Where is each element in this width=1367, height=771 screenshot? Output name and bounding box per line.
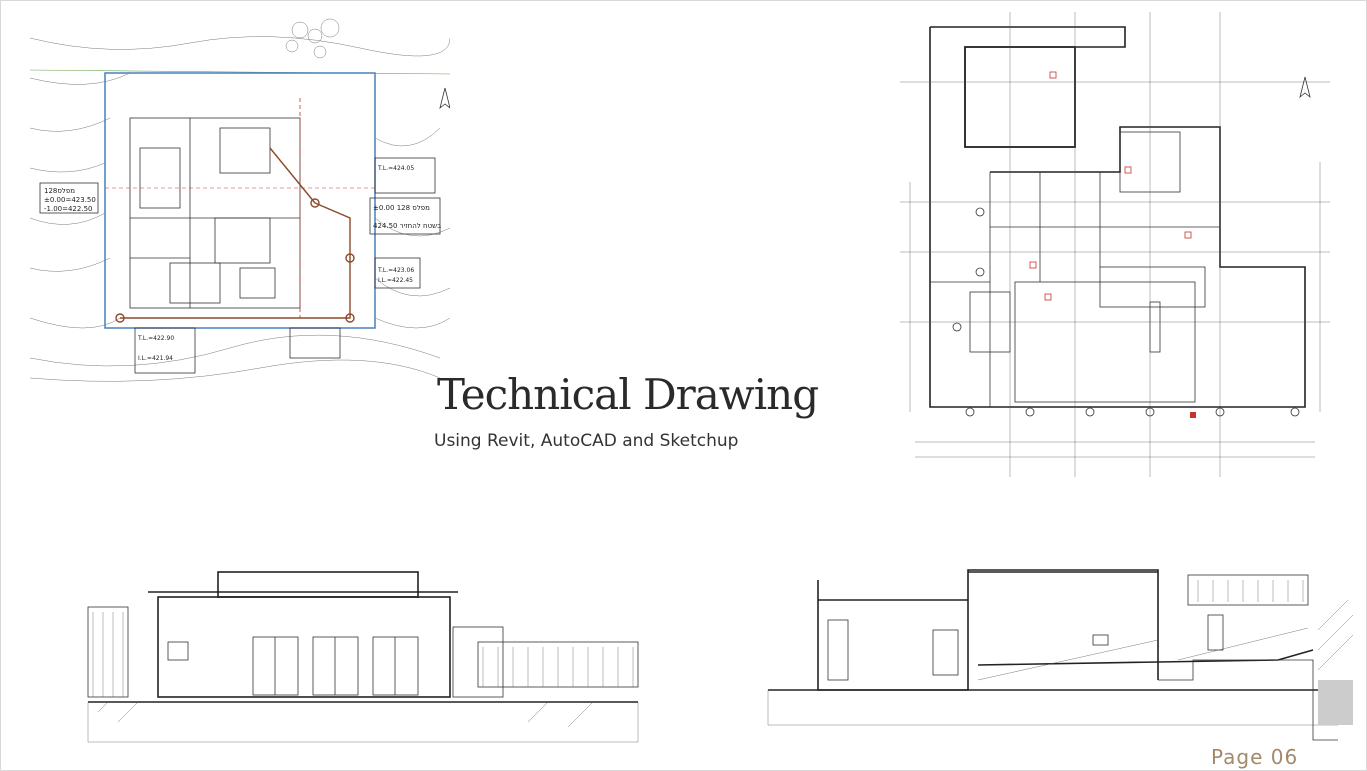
site-level-a: 128מפלס	[44, 187, 75, 195]
page-number: Page 06	[1211, 745, 1299, 769]
site-plan-drawing: 128מפלס ±0.00=423.50 -1.00=422.50 מפלס 1…	[30, 18, 450, 394]
spot-level-1: T.L.=424.05	[377, 165, 414, 172]
section-drawing	[718, 540, 1358, 752]
site-level-b: ±0.00=423.50	[44, 196, 96, 204]
spot-level-2: T.L.=423.06	[377, 267, 414, 274]
floor-plan-drawing	[900, 12, 1330, 477]
page-subtitle: Using Revit, AutoCAD and Sketchup	[434, 431, 739, 451]
spot-level-3: I.L.=422.45	[378, 277, 413, 284]
site-note-2: 424.50 בשטח להחזיר	[373, 222, 441, 230]
spot-level-5: I.L.=421.94	[138, 355, 173, 362]
site-note: מפלס 128 ±0.00	[373, 204, 430, 212]
spot-level-4: T.L.=422.90	[137, 335, 174, 342]
page-title: Technical Drawing	[437, 370, 819, 419]
site-level-c: -1.00=422.50	[44, 205, 92, 213]
elevation-drawing	[28, 552, 648, 748]
